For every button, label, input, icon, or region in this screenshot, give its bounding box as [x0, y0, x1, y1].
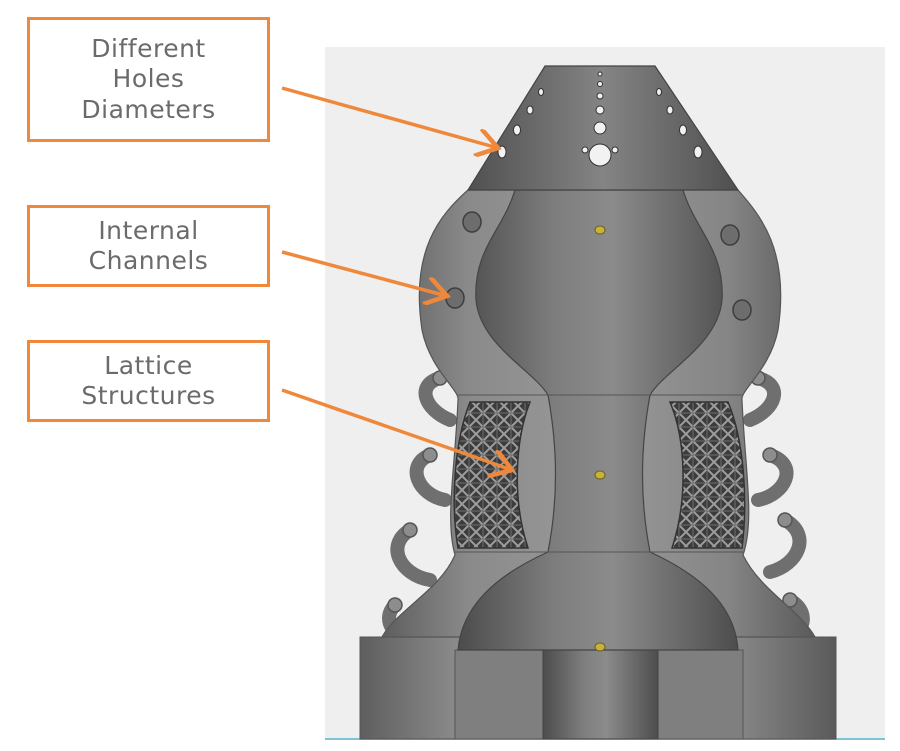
arrow-channels [281, 250, 447, 296]
callout-line: Lattice [104, 350, 193, 380]
internal-cavity [457, 189, 739, 651]
callout-internal-channels: Internal Channels [27, 205, 270, 287]
callout-line: Holes [112, 64, 185, 94]
callout-line: Diameters [81, 94, 216, 124]
callout-line: Different [91, 33, 206, 63]
arrow-lattice [281, 388, 512, 470]
callout-lattice-structures: Lattice Structures [27, 340, 270, 422]
lattice-panel-right [668, 401, 746, 549]
outlet-pipe [542, 649, 659, 740]
center-markers [594, 225, 606, 652]
pipe-end-caps [387, 370, 798, 613]
arrow-holes [281, 86, 498, 148]
callout-line: Internal [98, 215, 199, 245]
callout-line: Structures [81, 381, 216, 410]
callout-different-holes-diameters: Different Holes Diameters [27, 17, 270, 142]
callout-line: Channels [88, 246, 209, 275]
